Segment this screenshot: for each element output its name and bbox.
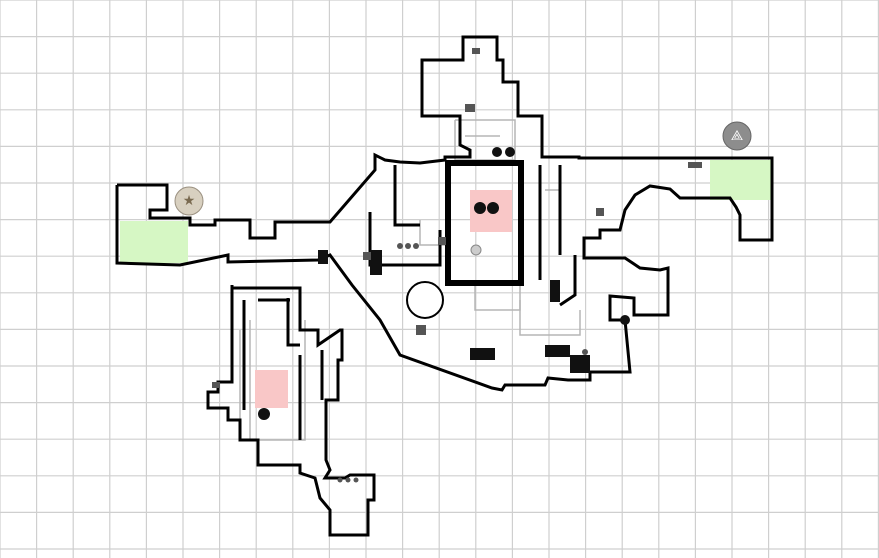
- small-box-e: [438, 237, 446, 245]
- bolt-f: [353, 477, 359, 483]
- barrel-a: [474, 202, 486, 214]
- bolt-d: [337, 477, 343, 483]
- small-box-h: [363, 252, 371, 260]
- barrel-e: [258, 408, 270, 420]
- bolt-e: [345, 477, 351, 483]
- crate-d: [570, 355, 590, 373]
- barrel-b: [487, 202, 499, 214]
- bolt-b: [405, 243, 411, 249]
- small-box-g: [212, 382, 220, 388]
- spawn-zone-right: [710, 160, 772, 200]
- small-box-a: [465, 104, 475, 112]
- spawn-zone-left: [120, 221, 188, 263]
- bolt-a: [397, 243, 403, 249]
- inner-walls: [242, 160, 577, 440]
- small-box-b: [472, 48, 480, 54]
- small-box-c: [596, 208, 604, 216]
- small-box-f: [688, 162, 702, 168]
- crate-b: [470, 348, 495, 360]
- star-emblem: ★: [174, 186, 204, 216]
- barrel-d: [505, 147, 515, 157]
- bombsite-zone-lower: [255, 370, 288, 408]
- outer-walls: [115, 35, 774, 537]
- crate-c: [545, 345, 570, 357]
- crate-f: [550, 280, 560, 302]
- star-emblem-icon: ★: [183, 193, 196, 209]
- props: [212, 48, 702, 483]
- interior-lines: [239, 119, 581, 441]
- bolt-g: [582, 349, 588, 355]
- small-box-d: [416, 325, 426, 335]
- crate-e: [318, 250, 328, 264]
- barrel-f: [620, 315, 630, 325]
- compass-emblem: ⟁: [722, 121, 752, 151]
- pillar-round: [406, 281, 444, 319]
- crate-a: [370, 250, 382, 275]
- barrel-c: [492, 147, 502, 157]
- central-room-wall: [445, 160, 524, 286]
- bolt-c: [413, 243, 419, 249]
- compass-emblem-icon: ⟁: [731, 128, 744, 144]
- ring-marker: [470, 244, 482, 256]
